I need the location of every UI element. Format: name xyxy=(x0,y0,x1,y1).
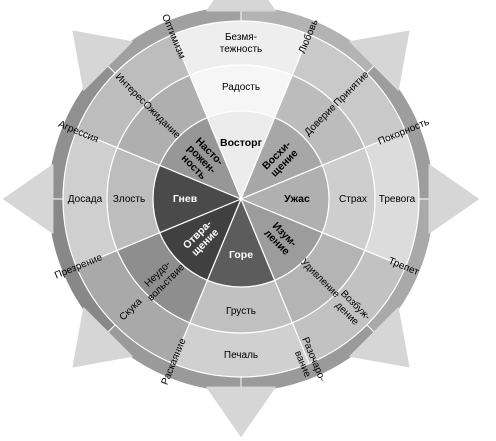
emotion-label-mild: Тревога xyxy=(379,194,416,205)
emotion-label-mild: Досада xyxy=(68,194,103,205)
petal-segment-intense xyxy=(239,197,324,282)
petal-tip xyxy=(72,30,134,92)
petal-segment-intense xyxy=(206,197,276,288)
petal-tip xyxy=(348,306,410,368)
emotion-label-basic: Страх xyxy=(339,194,367,205)
petal-segment-intense xyxy=(158,197,243,282)
petal-tip xyxy=(348,30,410,92)
petal-segment-intense xyxy=(239,164,330,234)
petal-tip xyxy=(205,386,277,438)
emotion-label-basic: Злость xyxy=(113,194,145,205)
emotion-label-intense: Ужас xyxy=(284,193,310,205)
emotion-label-mild: Безмя-тежность xyxy=(220,32,262,55)
petal-segment-intense xyxy=(206,110,276,201)
petal-tip xyxy=(72,306,134,368)
petal-segment-intense xyxy=(158,116,243,201)
emotion-label-intense: Гнев xyxy=(173,193,198,205)
petal-tips xyxy=(2,0,480,438)
emotion-label-intense: Горе xyxy=(229,249,253,261)
emotion-label-intense: Восторг xyxy=(220,137,263,149)
petal-tip xyxy=(2,163,54,235)
petal-segment-intense xyxy=(239,116,324,201)
emotion-label-mild: Печаль xyxy=(224,350,258,361)
petals xyxy=(62,20,420,378)
petal-segment-intense xyxy=(152,164,243,234)
emotion-label-basic: Грусть xyxy=(226,306,256,317)
emotion-label-basic: Радость xyxy=(222,82,260,93)
petal-tip xyxy=(428,163,480,235)
petal-tip xyxy=(205,0,277,12)
